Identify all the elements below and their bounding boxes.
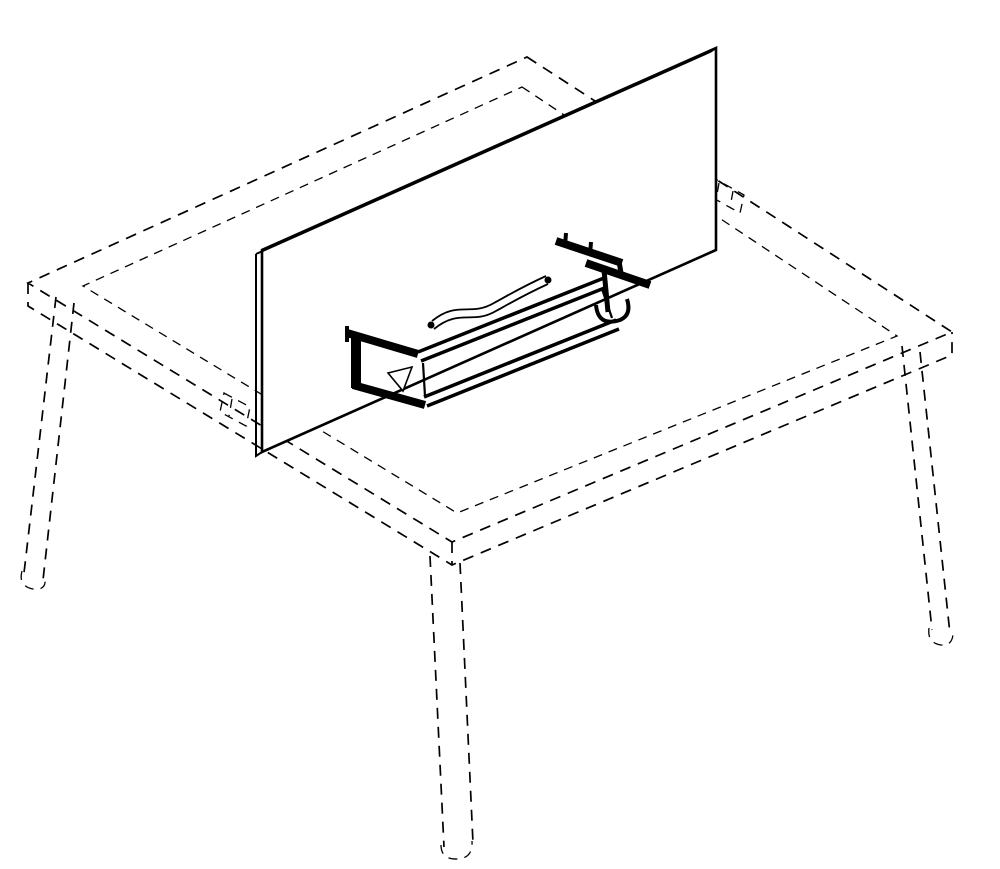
desk-leg-right [901,345,954,646]
clamp-right-step [616,260,624,274]
desk-table [20,56,954,860]
desk-leg-right-lines [901,345,951,635]
support-rail-upper [417,276,608,363]
mounting-bracket-assembly [345,232,652,409]
edge-fixing-detail-left [219,392,251,427]
clamp-bracket-left [345,326,427,409]
desk-underframe [81,86,899,514]
screen-panel-face [260,45,718,455]
support-rails [417,276,620,408]
cable-end-left [427,321,435,329]
screen-panel-edge-thickness [255,47,717,458]
desk-top-thickness [27,283,953,566]
desk-leg-left-foot [20,570,46,590]
clamp-right-lower-plate [584,259,652,289]
clamp-left-notch [386,365,414,393]
desk-leg-front-foot [440,840,473,860]
clamp-right-screw-tabs [563,232,593,256]
flexible-cable-lines [431,275,549,330]
cable-end-right [544,276,552,284]
clamp-left-bottom-jaw [351,381,427,409]
privacy-screen-panel [255,45,718,458]
desk-leg-left-lines [23,296,75,581]
clamp-bracket-right [554,232,652,324]
desk-leg-right-foot [928,627,954,646]
desk-leg-left [20,296,75,590]
desk-leg-front-lines [429,555,474,848]
clamp-right-hook [594,298,631,324]
support-rail-links [421,288,614,397]
support-rail-lower [423,318,620,408]
flexible-cable [427,275,552,330]
desk-leg-front [429,555,474,860]
